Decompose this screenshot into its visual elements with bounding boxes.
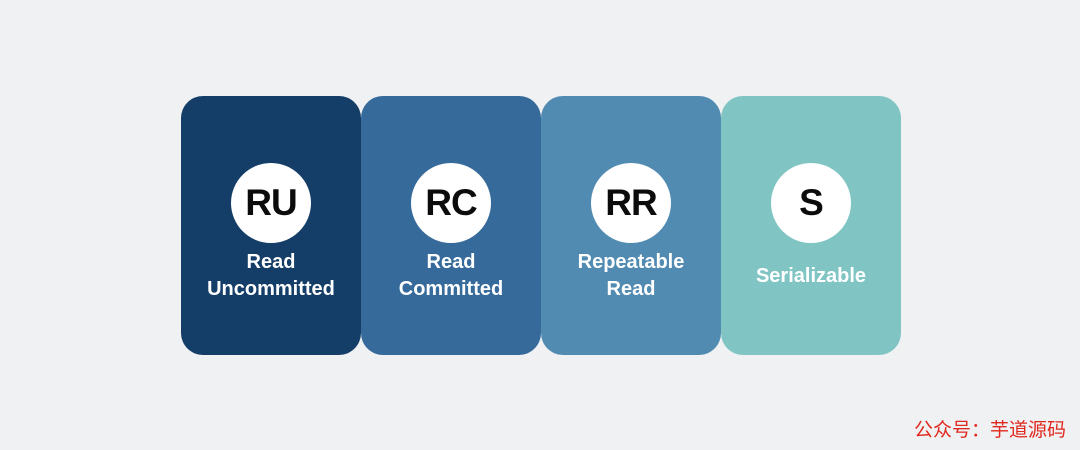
badge-abbr: RR [605, 182, 657, 223]
level-label: Read Uncommitted [181, 248, 361, 304]
badge-serializable: S [771, 163, 851, 243]
badge-read-uncommitted: RU [231, 163, 311, 243]
level-label-line2: Read [606, 278, 656, 300]
watermark-text: 公众号：芋道源码 [913, 419, 1066, 441]
level-label-line1: Serializable [755, 264, 867, 287]
level-label-line1: Read [426, 251, 476, 273]
card-read-uncommitted: RU Read Uncommitted [181, 96, 361, 355]
level-label-line2: Uncommitted [207, 278, 335, 300]
badge-abbr: RC [425, 182, 477, 223]
card-serializable: S Serializable [721, 96, 901, 355]
level-label-line2: Committed [398, 278, 504, 300]
level-label: Read Committed [361, 248, 541, 304]
isolation-levels-diagram: RU Read Uncommitted RC Read Committed RR… [181, 96, 901, 355]
card-repeatable-read: RR Repeatable Read [541, 96, 721, 355]
level-label-line1: Repeatable [577, 251, 685, 273]
level-label: Serializable [721, 248, 901, 304]
level-label: Repeatable Read [541, 248, 721, 304]
badge-read-committed: RC [411, 163, 491, 243]
card-read-committed: RC Read Committed [361, 96, 541, 355]
badge-abbr: S [799, 182, 824, 223]
level-label-line1: Read [246, 251, 296, 273]
badge-repeatable-read: RR [591, 163, 671, 243]
badge-abbr: RU [245, 182, 297, 223]
